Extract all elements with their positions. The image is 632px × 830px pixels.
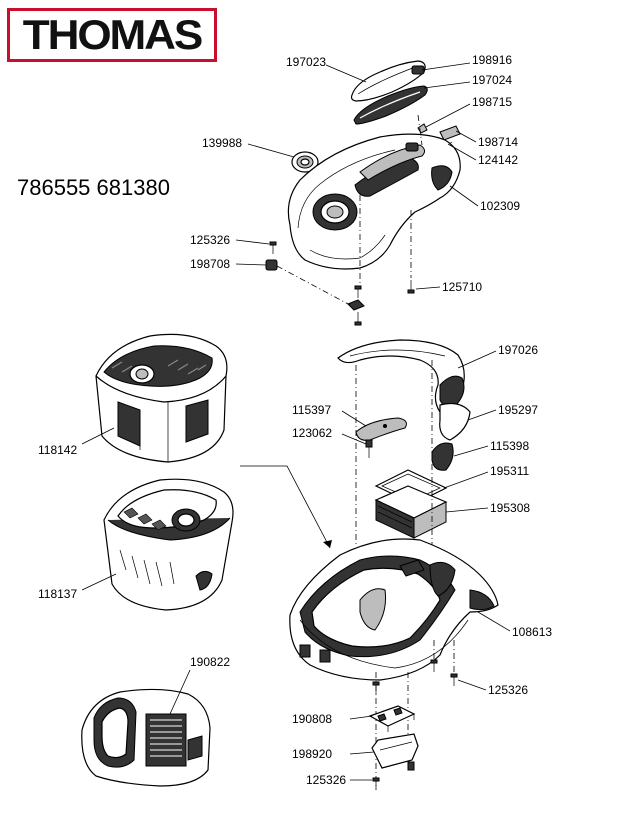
part-190808-switch (368, 705, 416, 732)
part-139988-cap (291, 151, 319, 173)
label-195297: 195297 (498, 403, 538, 417)
label-190822: 190822 (190, 655, 230, 669)
part-198714-button (439, 125, 461, 141)
part-198920-cover (371, 733, 419, 771)
part-195297-side-panel (439, 402, 471, 441)
label-115398: 115398 (490, 439, 529, 453)
label-198708: 198708 (190, 257, 230, 271)
label-118137: 118137 (38, 587, 77, 601)
part-125326-screw-top (269, 241, 277, 254)
part-195308-filter (374, 485, 448, 539)
label-125326-a: 125326 (190, 233, 230, 247)
part-118137-filter-box (103, 478, 234, 611)
label-198714: 198714 (478, 135, 518, 149)
label-139988: 139988 (202, 136, 242, 150)
model-numbers: 786555 681380 (17, 175, 170, 200)
part-125710-screw (407, 280, 415, 294)
brand-logo: THOMAS (7, 8, 217, 62)
label-123062: 123062 (292, 426, 332, 440)
label-190808: 190808 (292, 712, 332, 726)
label-198715: 198715 (472, 95, 512, 109)
label-125326-b: 125326 (488, 683, 528, 697)
assembly-arrow (240, 465, 332, 549)
label-195308: 195308 (490, 501, 530, 515)
label-197024: 197024 (472, 73, 512, 87)
part-125326-screws-body (372, 659, 458, 694)
label-115397: 115397 (292, 403, 331, 417)
assembly-line (276, 265, 351, 306)
part-118142-filter-box (95, 333, 228, 463)
part-197026-shell (337, 339, 465, 413)
part-190822-housing (81, 688, 211, 787)
part-198708-latch (265, 259, 278, 271)
part-197024-handle-grip (353, 85, 428, 125)
part-198715-clip (417, 123, 428, 134)
part-hinge-piece (347, 285, 365, 326)
assembly-line (417, 114, 423, 146)
label-125710: 125710 (442, 280, 482, 294)
leader-lines (81, 62, 511, 781)
part-123062-pin (365, 439, 373, 458)
part-102309-lid (287, 133, 461, 270)
label-124142: 124142 (478, 153, 518, 167)
label-118142: 118142 (38, 443, 77, 457)
part-115397-bracket (355, 417, 407, 441)
label-125326-c: 125326 (306, 773, 346, 787)
label-108613: 108613 (512, 625, 552, 639)
part-labels: 197023 198916 197024 198715 198714 12414… (38, 53, 552, 787)
brand-logo-text: THOMAS (22, 11, 204, 58)
label-195311: 195311 (490, 464, 529, 478)
part-125326-screw-bottom (372, 777, 380, 790)
label-197026: 197026 (498, 343, 538, 357)
label-102309: 102309 (480, 199, 520, 213)
label-198920: 198920 (292, 747, 332, 761)
part-115398-seal (431, 442, 454, 471)
label-198916: 198916 (472, 53, 512, 67)
label-197023: 197023 (286, 55, 326, 69)
part-108613-main-body (289, 538, 499, 681)
